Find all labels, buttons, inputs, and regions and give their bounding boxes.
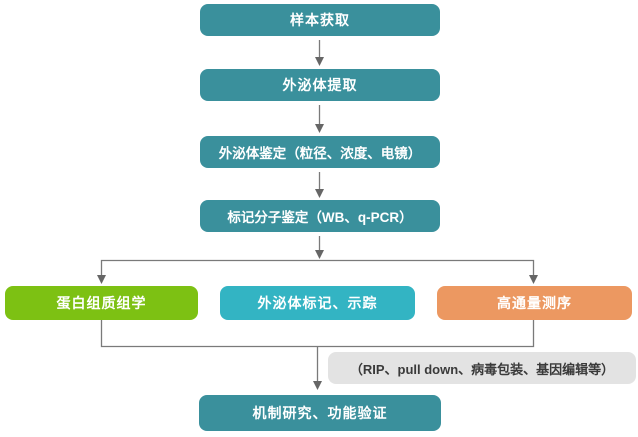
node-sample-acquisition: 样本获取 [200,4,440,36]
arrowhead-icon [315,57,324,66]
arrowhead-icon [313,381,322,390]
node-mechanism-function-validation: 机制研究、功能验证 [199,395,441,431]
arrowhead-icon [315,124,324,133]
node-marker-molecule-identification: 标记分子鉴定（WB、q-PCR） [200,200,440,232]
node-proteomics: 蛋白组质组学 [5,286,198,320]
arrowhead-icon [315,250,324,259]
arrowhead-icon [529,275,538,284]
node-exosome-extraction: 外泌体提取 [200,69,440,101]
node-high-throughput-sequencing: 高通量测序 [437,286,632,320]
connector-merge-bar [100,320,535,348]
node-exosome-identification: 外泌体鉴定（粒径、浓度、电镜） [200,136,440,168]
methods-note-label: （RIP、pull down、病毒包装、基因编辑等） [328,352,636,384]
connector-split-bar [100,259,535,276]
arrowhead-icon [315,189,324,198]
arrowhead-icon [97,275,106,284]
node-exosome-labeling-tracing: 外泌体标记、示踪 [220,286,415,320]
